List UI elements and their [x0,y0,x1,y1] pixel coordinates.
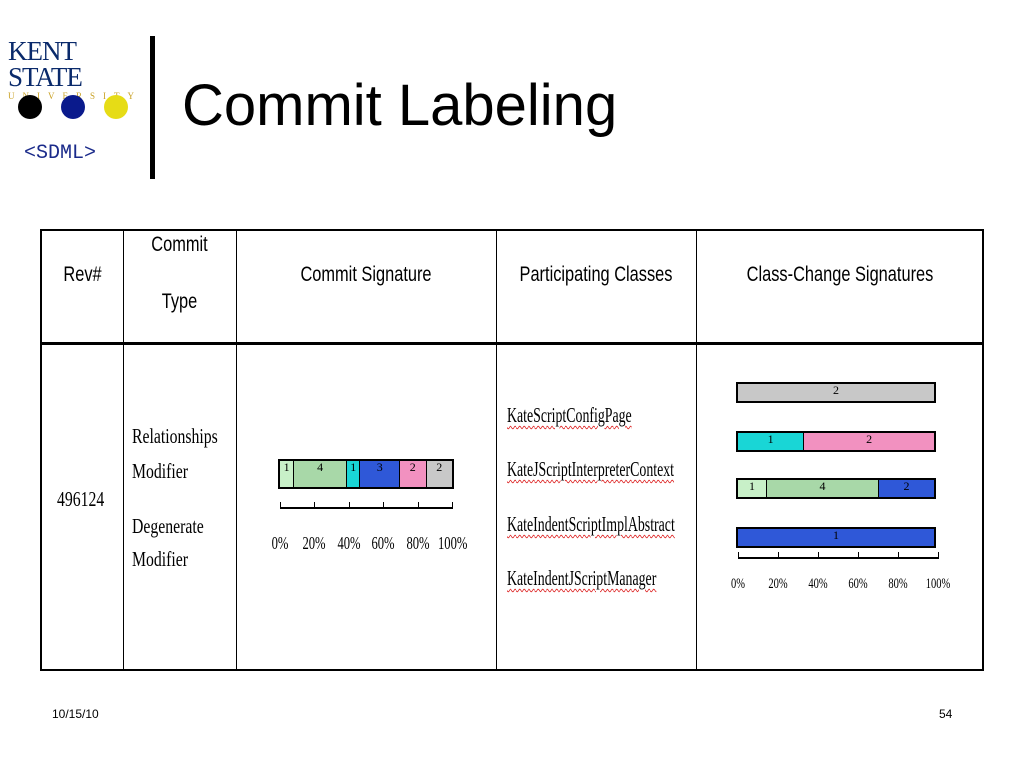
sdml-tag: <SDML> [24,142,97,165]
yellow-dot-icon [104,95,128,119]
axis-tick [898,552,899,559]
logo-main-text: KENT STATE [8,36,83,92]
axis-tick [818,552,819,559]
axis-tick [858,552,859,559]
bar-segment: 4 [293,461,347,487]
commit-type-line: Degenerate [132,514,204,538]
stacked-bar: 2 [736,382,936,403]
header-commit-type-line2: Type [161,290,198,313]
axis-tick [383,502,385,509]
axis-line [280,507,452,509]
tick-label: 0% [731,576,745,592]
tick-label: 100% [438,533,468,553]
header-participating-classes: Participating Classes [519,263,673,286]
axis-tick [314,502,316,509]
axis-tick [417,502,419,509]
class-name: KateIndentScriptImplAbstract [507,512,675,536]
bar-segment: 2 [425,461,452,487]
header-row-divider [42,342,982,345]
commit-type-line: Relationships [132,424,218,448]
column-divider [496,231,497,669]
axis-tick [280,502,281,509]
column-divider [236,231,237,669]
tick-label: 80% [406,533,430,553]
stacked-bar: 1 [736,527,936,548]
commit-table: Rev# Commit Type Commit Signature Partic… [40,229,984,671]
black-dot-icon [18,95,42,119]
tick-label: 40% [808,576,828,592]
bar-segment: 3 [359,461,400,487]
header-commit-type-line1: Commit [151,233,208,256]
column-divider [123,231,124,669]
axis-line [738,557,938,559]
bar-segment: 4 [766,480,878,497]
bar-segment: 2 [803,433,934,450]
bar-segment: 2 [399,461,426,487]
commit-type-line: Modifier [132,459,188,483]
tick-label: 0% [271,533,289,553]
header-commit-signature: Commit Signature [300,263,432,286]
axis-tick [738,552,739,559]
bar-segment: 1 [738,480,766,497]
footer-page-number: 54 [939,707,953,721]
tick-label: 100% [925,576,951,592]
page-title: Commit Labeling [182,73,618,138]
tick-label: 60% [848,576,868,592]
bar-segment: 1 [346,461,360,487]
column-divider [696,231,697,669]
axis-tick [348,502,350,509]
bar-segment: 2 [878,480,934,497]
axis-tick [778,552,779,559]
class-name: KateJScriptInterpreterContext [507,457,675,481]
axis-tick [452,502,453,509]
tick-label: 40% [337,533,361,553]
bar-segment: 1 [738,529,934,546]
class-name: KateIndentJScriptManager [507,566,657,590]
bar-segment: 1 [738,433,804,450]
bar-segment: 2 [738,384,934,401]
rev-number: 496124 [57,487,105,511]
tick-label: 20% [302,533,326,553]
footer-date: 10/15/10 [52,707,99,721]
header-rev: Rev# [63,263,102,286]
tick-label: 60% [371,533,395,553]
header-class-change-signatures: Class-Change Signatures [746,263,934,286]
blue-dot-icon [61,95,85,119]
axis-tick [938,552,939,559]
kent-state-logo: KENT STATE UNIVERSITY [8,36,148,102]
tick-label: 20% [768,576,788,592]
class-name: KateScriptConfigPage [507,403,632,427]
header-divider [150,36,155,179]
bar-segment: 1 [280,461,294,487]
commit-type-line: Modifier [132,547,188,571]
tick-label: 80% [888,576,908,592]
